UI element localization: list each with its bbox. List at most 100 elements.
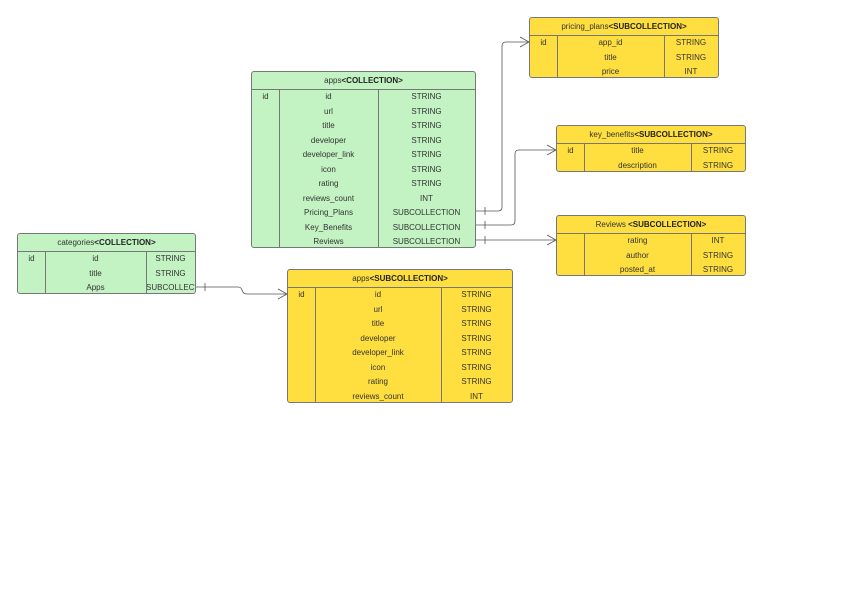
field-name: developer_link [352,348,404,357]
field-type: STRING [411,121,442,130]
field-type: STRING [702,146,734,155]
field-type: STRING [461,377,492,386]
field-type: STRING [411,92,442,101]
entity-name: apps [324,76,342,85]
field-type: STRING [411,164,442,174]
entity-name: Reviews [595,220,629,229]
field-key: id [28,254,35,263]
field-name: title [371,319,385,328]
field-type: SUBCOLLECTION [392,208,461,217]
field-row[interactable]: title STRING [18,267,195,282]
field-type: STRING [702,265,734,274]
type-column-divider [664,36,665,77]
field-name: title [604,52,617,62]
entity-title: Reviews <SUBCOLLECTION> [557,216,745,234]
field-row[interactable]: Apps SUBCOLLECTION [18,281,195,293]
field-name: title [89,268,102,278]
field-name: Apps [86,283,105,292]
field-row[interactable]: id id STRING [288,288,512,303]
field-name: id [374,290,382,299]
field-name: rating [318,179,339,188]
field-type: STRING [461,290,492,299]
field-type: STRING [675,52,707,62]
field-row[interactable]: posted_at STRING [557,263,745,275]
connector-key-benefits[interactable] [476,144,557,229]
field-row[interactable]: developer_link STRING [288,346,512,361]
field-name: Reviews [313,237,344,246]
field-type: SUBCOLLECTION [392,237,461,246]
field-row[interactable]: Reviews SUBCOLLECTION [252,235,475,247]
entity-title: apps<SUBCOLLECTION> [288,270,512,288]
key-column-divider [315,288,316,402]
field-type: INT [470,391,483,401]
field-name: icon [370,362,386,372]
entity-kind: <SUBCOLLECTION> [369,274,448,283]
field-key: id [567,146,574,155]
entity-name: categories [57,238,95,247]
entity-name: key_benefits [589,130,635,139]
entity-title: key_benefits<SUBCOLLECTION> [557,126,745,144]
entity-kind: <SUBCOLLECTION> [634,130,713,139]
field-type: STRING [675,38,707,47]
field-name: id [325,92,332,101]
entity-name: pricing_plans [561,22,609,31]
field-row[interactable]: title STRING [530,51,718,66]
entity-name: apps [352,274,370,283]
key-column-divider [279,90,280,247]
entity-kind: <COLLECTION> [94,238,156,247]
field-type: STRING [155,268,186,278]
field-name: posted_at [619,265,656,274]
field-name: developer [310,135,347,145]
field-key: id [298,290,305,299]
field-row[interactable]: id id STRING [252,90,475,105]
field-type: STRING [461,333,492,343]
connector-categories-apps[interactable] [196,283,288,300]
field-name: title [322,121,335,130]
field-row[interactable]: title STRING [252,119,475,134]
field-name: Key_Benefits [304,222,353,232]
key-column-divider [584,144,585,171]
field-key: id [262,92,269,101]
connector-pricing-plans[interactable] [476,36,530,215]
field-type: SUBCOLLECTION [146,283,195,292]
field-name: app_id [598,38,623,47]
key-column-divider [584,234,585,275]
entity-kind: <SUBCOLLECTION> [608,22,687,31]
entity-title: pricing_plans<SUBCOLLECTION> [530,18,718,36]
field-type: STRING [461,348,492,357]
connector-reviews[interactable] [476,234,557,246]
